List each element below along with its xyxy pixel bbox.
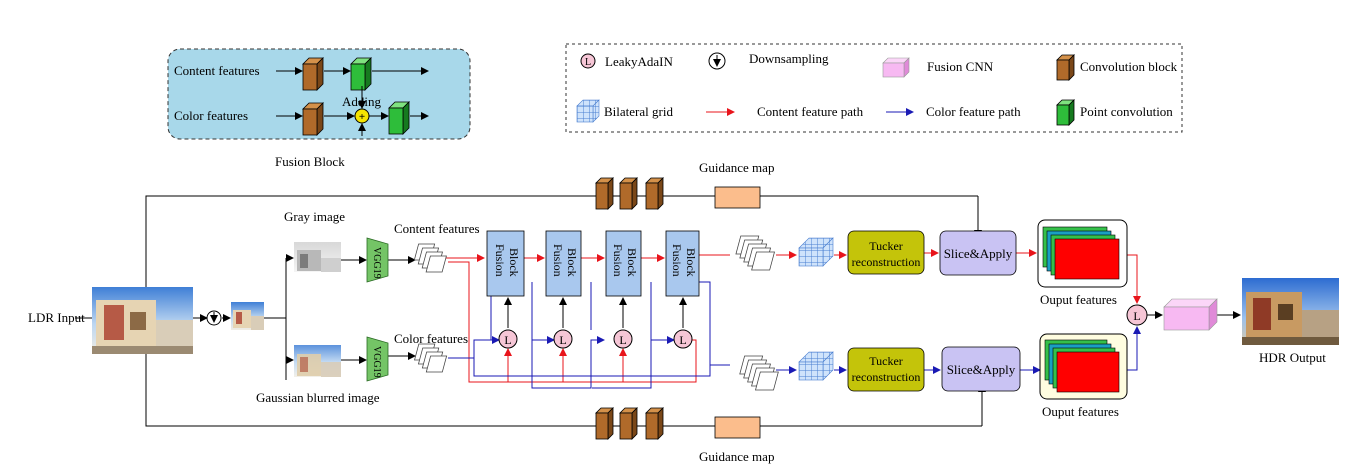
conv-block-icon <box>302 57 324 91</box>
svg-text:L: L <box>619 333 626 347</box>
svg-text:reconstruction: reconstruction <box>852 370 921 384</box>
legend-content-features-label: Content features <box>174 63 260 78</box>
fused-feature-maps-top <box>735 235 775 271</box>
fusion-cnn-block <box>1163 298 1218 331</box>
guidance-map-top-label: Guidance map <box>699 160 774 175</box>
svg-text:Fusion: Fusion <box>670 244 684 277</box>
svg-text:L: L <box>559 333 566 347</box>
fused-feature-maps-bottom <box>739 355 779 391</box>
leakyadain-icon <box>580 53 596 69</box>
svg-text:Tucker: Tucker <box>869 239 903 253</box>
fusion-block-legend: Content features Color features + Adding <box>167 48 471 169</box>
svg-text:Slice&Apply: Slice&Apply <box>947 362 1016 377</box>
gaussian-blurred-image <box>294 345 341 377</box>
color-feature-maps <box>414 343 448 373</box>
svg-text:VGG19: VGG19 <box>371 247 382 279</box>
gray-image <box>294 242 341 272</box>
fusion-cnn-icon <box>882 57 910 78</box>
content-features-label: Content features <box>394 221 480 236</box>
slice-apply-bottom: Slice&Apply <box>941 346 1021 392</box>
svg-text:L: L <box>504 333 511 347</box>
bilateral-grid-bottom <box>798 351 834 381</box>
fusion-block-4: Fusion Block <box>665 230 700 297</box>
legend-fusion-cnn: Fusion CNN <box>927 59 994 74</box>
guidance-map-bottom <box>714 416 761 439</box>
svg-text:Block: Block <box>625 248 639 277</box>
legend-bilateral-grid: Bilateral grid <box>604 104 673 119</box>
point-conv-icon <box>350 57 372 91</box>
svg-text:Fusion: Fusion <box>611 244 625 277</box>
legend-content-path: Content feature path <box>757 104 864 119</box>
leakyadain-node-2: L <box>553 329 573 349</box>
svg-text:Tucker: Tucker <box>869 354 903 368</box>
leakyadain-node-4: L <box>673 329 693 349</box>
guidance-map-bottom-label: Guidance map <box>699 449 774 464</box>
point-conv-icon <box>388 101 410 135</box>
legend-downsampling: Downsampling <box>749 51 829 66</box>
svg-text:L: L <box>1133 309 1140 323</box>
final-leakyadain-node: L <box>1126 304 1148 326</box>
content-feature-maps <box>413 243 447 273</box>
svg-text:VGG19: VGG19 <box>371 346 382 378</box>
color-features-label: Color features <box>394 331 468 346</box>
guidance-conv-bottom <box>595 407 664 440</box>
vgg19-encoder-blur: VGG19 <box>366 336 389 382</box>
symbol-legend: L LeakyAdaIN Downsampling Fusion CNN Con… <box>565 43 1183 133</box>
output-features-top-label: Ouput features <box>1040 292 1117 307</box>
output-features-bottom-label: Ouput features <box>1042 404 1119 419</box>
legend-point-convolution: Point convolution <box>1080 104 1173 119</box>
svg-text:Slice&Apply: Slice&Apply <box>944 246 1013 261</box>
guidance-map-top <box>714 186 761 209</box>
bilateral-grid-top <box>798 237 834 267</box>
svg-text:reconstruction: reconstruction <box>852 255 921 269</box>
tucker-reconstruction-bottom: Tucker reconstruction <box>847 347 925 392</box>
symbol-legend-box <box>565 43 1183 133</box>
guidance-conv-top <box>595 177 664 210</box>
fusion-block-2: Fusion Block <box>545 230 582 297</box>
vgg19-encoder-gray: VGG19 <box>366 237 389 283</box>
svg-text:Fusion: Fusion <box>493 244 507 277</box>
hdr-output-label: HDR Output <box>1259 350 1326 365</box>
slice-apply-top: Slice&Apply <box>939 230 1017 276</box>
black-connectors <box>75 195 1241 427</box>
hdr-output-image <box>1242 278 1339 345</box>
svg-text:Block: Block <box>684 248 698 277</box>
svg-text:+: + <box>359 111 365 123</box>
gaussian-image-label: Gaussian blurred image <box>256 390 380 405</box>
leakyadain-node-1: L <box>498 329 518 349</box>
legend-convolution-block: Convolution block <box>1080 59 1178 74</box>
fusion-block-1: Fusion Block <box>486 230 525 297</box>
fusion-block-caption: Fusion Block <box>275 154 345 169</box>
output-features-top <box>1037 219 1128 288</box>
svg-text:Block: Block <box>565 248 579 277</box>
fusion-block-3: Fusion Block <box>605 230 642 297</box>
svg-text:L: L <box>679 333 686 347</box>
leakyadain-node-3: L <box>613 329 633 349</box>
conv-block-icon <box>1056 54 1075 81</box>
point-conv-icon <box>1056 99 1075 126</box>
ldr-input-image <box>92 287 193 354</box>
downsampled-image <box>231 302 264 330</box>
svg-text:Block: Block <box>507 248 521 277</box>
adding-label: Adding <box>342 94 382 109</box>
bilateral-grid-icon <box>576 99 600 123</box>
color-path <box>448 281 1141 389</box>
legend-color-path: Color feature path <box>926 104 1021 119</box>
svg-text:Fusion: Fusion <box>551 244 565 277</box>
output-features-bottom <box>1039 333 1128 400</box>
tucker-reconstruction-top: Tucker reconstruction <box>847 230 925 275</box>
legend-color-features-label: Color features <box>174 108 248 123</box>
conv-block-icon <box>302 102 324 136</box>
svg-text:L: L <box>585 57 591 68</box>
ldr-input-label: LDR Input <box>28 310 85 325</box>
legend-leakyadain: LeakyAdaIN <box>605 54 673 69</box>
gray-image-label: Gray image <box>284 209 345 224</box>
